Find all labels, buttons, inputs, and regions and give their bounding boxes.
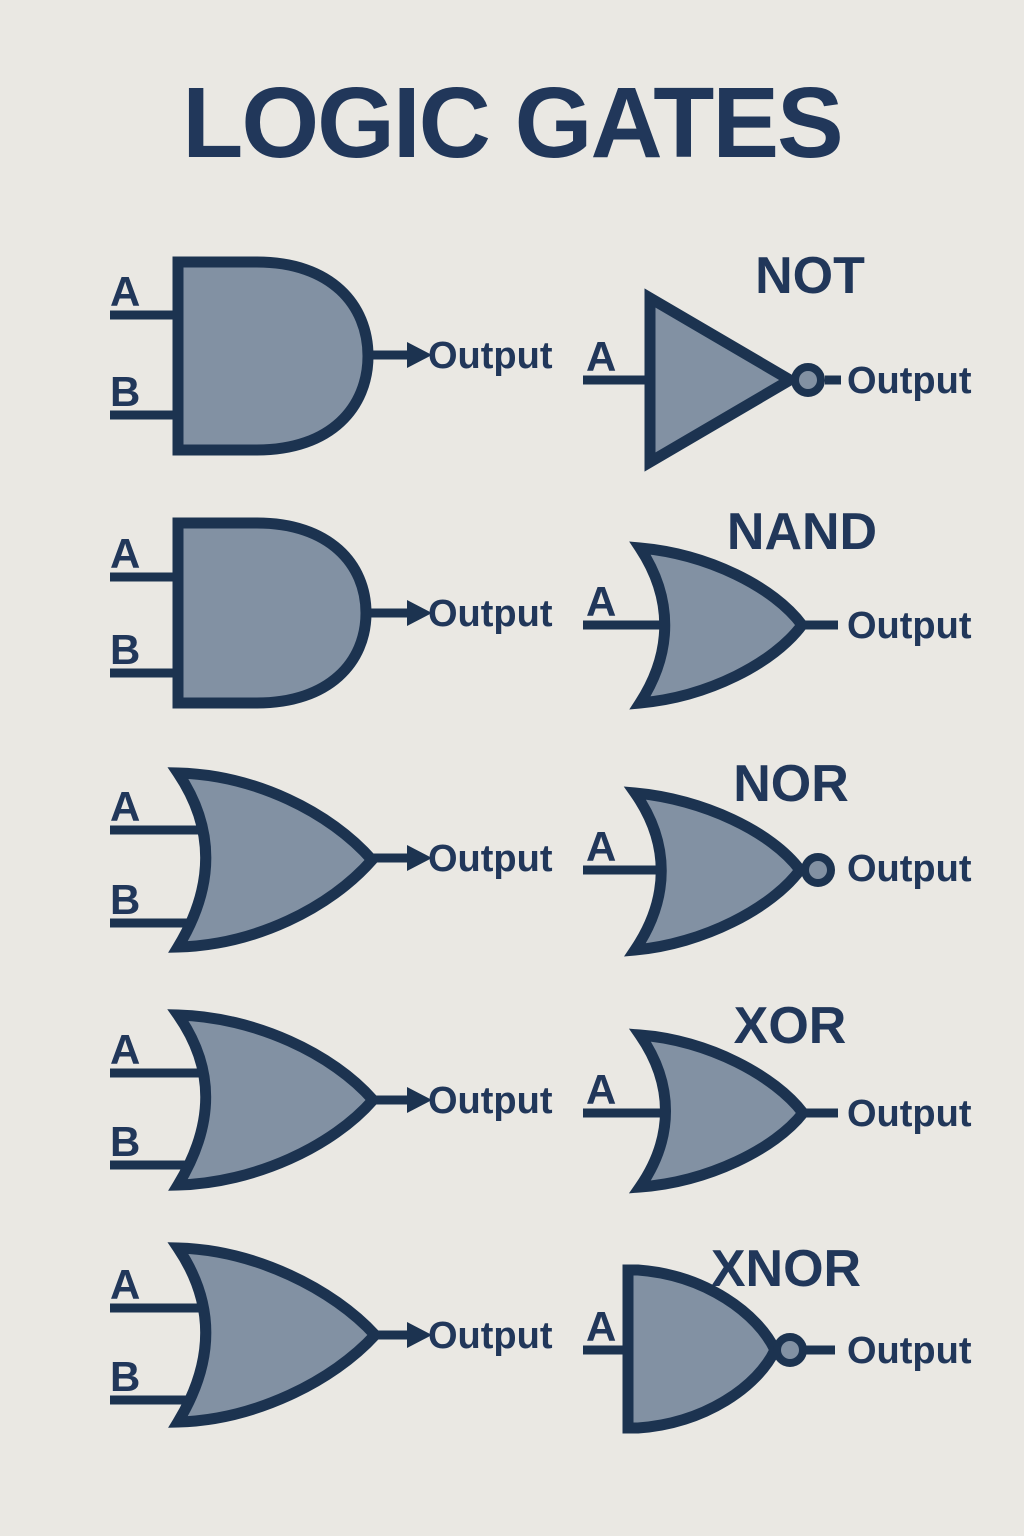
or-gate-icon xyxy=(110,767,432,953)
inversion-bubble-icon xyxy=(801,853,835,887)
output-label: Output xyxy=(847,1093,972,1135)
output-label: Output xyxy=(428,838,553,880)
and-gate-icon xyxy=(110,517,432,709)
arrowhead-icon xyxy=(407,1322,432,1348)
arrowhead-icon xyxy=(407,342,432,368)
inversion-bubble-icon xyxy=(791,363,825,397)
xnor-gate-icon xyxy=(583,1264,835,1434)
output-label: Output xyxy=(428,593,553,635)
output-label: Output xyxy=(847,360,972,402)
gate-body xyxy=(172,517,372,709)
gate-body xyxy=(628,1028,810,1194)
input-b-label: B xyxy=(110,368,141,415)
not-gate-icon xyxy=(583,288,841,472)
output-label: Output xyxy=(428,1315,553,1357)
input-a-label: A xyxy=(110,1261,141,1308)
output-label: Output xyxy=(847,1330,972,1372)
input-a-label: A xyxy=(110,268,141,315)
input-b-label: B xyxy=(110,1353,141,1400)
gate-name-label: XNOR xyxy=(710,1240,862,1298)
output-label: Output xyxy=(428,1080,553,1122)
gate-body xyxy=(167,1242,383,1428)
input-a-label: A xyxy=(586,333,617,380)
arrowhead-icon xyxy=(407,845,432,871)
output-label: Output xyxy=(847,848,972,890)
inversion-bubble-icon xyxy=(773,1333,807,1367)
gate-body xyxy=(623,786,807,957)
input-b-label: B xyxy=(110,876,141,923)
xor-gate-icon xyxy=(583,1028,838,1194)
or-gate-icon xyxy=(110,1009,432,1191)
input-a-label: A xyxy=(586,1066,617,1113)
input-a-label: A xyxy=(110,1026,141,1073)
gate-name-label: NAND xyxy=(726,503,878,561)
gate-name-label: NOT xyxy=(755,247,865,305)
gate-body xyxy=(172,256,374,456)
gate-body xyxy=(167,1009,381,1191)
nand-gate-icon xyxy=(583,541,838,710)
input-b-label: B xyxy=(110,1118,141,1165)
input-a-label: A xyxy=(586,578,617,625)
nor-gate-icon xyxy=(583,786,835,957)
gate-name-label: NOR xyxy=(733,755,849,813)
gate-name-label: XOR xyxy=(733,997,847,1055)
arrowhead-icon xyxy=(407,1087,432,1113)
gate-body xyxy=(644,288,801,472)
gate-body xyxy=(629,541,809,710)
poster-title: LOGIC GATES xyxy=(182,67,844,179)
gate-body xyxy=(167,767,380,953)
input-a-label: A xyxy=(110,783,141,830)
gate-body xyxy=(622,1264,782,1434)
input-b-label: B xyxy=(110,626,141,673)
input-a-label: A xyxy=(586,1303,617,1350)
arrowhead-icon xyxy=(407,600,432,626)
output-label: Output xyxy=(428,335,553,377)
and-gate-icon xyxy=(110,256,432,456)
input-a-label: A xyxy=(110,530,141,577)
or-gate-icon xyxy=(110,1242,432,1428)
input-a-label: A xyxy=(586,823,617,870)
output-label: Output xyxy=(847,605,972,647)
